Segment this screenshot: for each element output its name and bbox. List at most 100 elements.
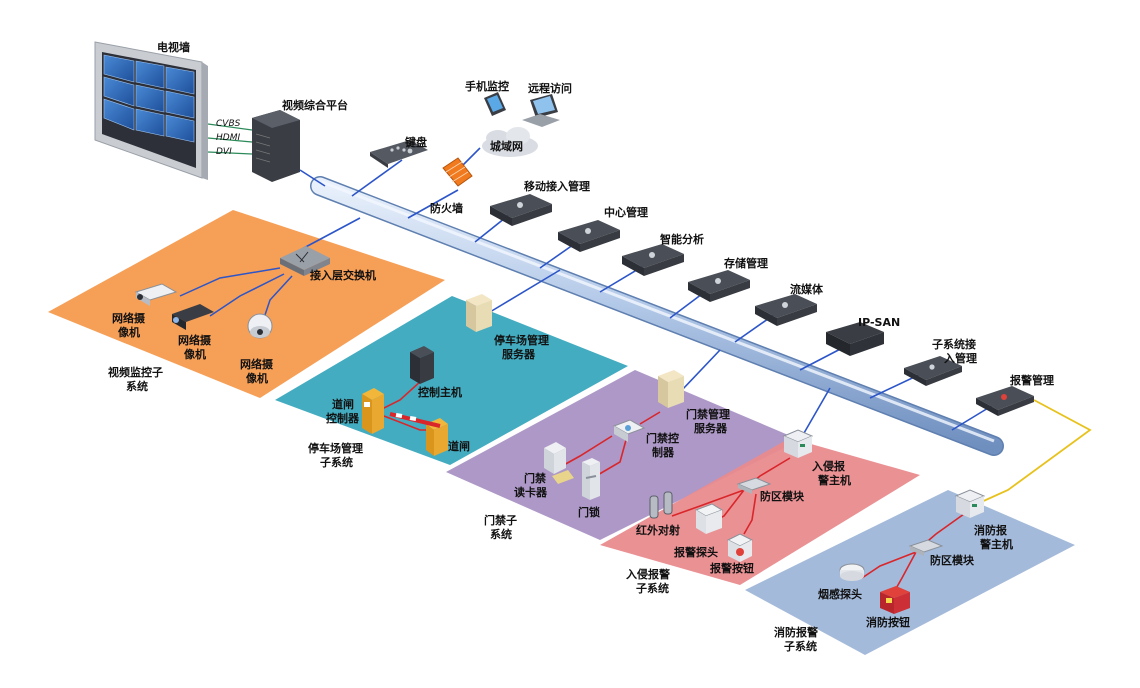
access-links-red	[561, 411, 661, 477]
access-server-label-1: 门禁管理	[686, 407, 730, 421]
firewall-label: 防火墙	[430, 201, 463, 215]
alarm-detector-label: 报警探头	[674, 545, 718, 559]
gate-controller-label-1: 道闸	[332, 397, 354, 411]
ip-san-label: IP-SAN	[858, 316, 900, 329]
subsystem-access-mgmt-label-1: 子系统接	[932, 337, 976, 351]
mobile-access-server	[490, 194, 552, 226]
tv-wall-label: 电视墙	[157, 40, 190, 54]
remote-access-label: 远程访问	[528, 81, 572, 95]
streaming-server	[755, 294, 817, 326]
dome-camera-3	[247, 313, 273, 339]
alarm-mgmt-fire-link	[967, 399, 1092, 509]
parking-server-label-2: 服务器	[502, 347, 536, 361]
net-camera-2-label-1: 网络摄	[178, 333, 212, 347]
net-camera-2-label-2: 像机	[184, 347, 206, 361]
door-lock-device	[582, 458, 600, 500]
dvi-label: DVI	[216, 147, 232, 157]
mobile-monitor-label: 手机监控	[465, 79, 509, 93]
net-camera-1-label-1: 网络摄	[112, 311, 146, 325]
streaming-label: 流媒体	[790, 282, 824, 296]
access-subsystem-label-2: 系统	[490, 527, 512, 541]
card-reader-device	[544, 442, 574, 484]
ir-beam-label: 红外对射	[636, 523, 680, 537]
wan-label: 城域网	[490, 139, 523, 153]
intrusion-host-device	[782, 429, 814, 458]
zone-module-label: 防区模块	[760, 489, 805, 503]
smoke-detector-label: 烟感探头	[818, 587, 862, 601]
video-subsystem-label-2: 系统	[126, 379, 148, 393]
access-subsystem-zone	[446, 370, 800, 540]
control-host-label: 控制主机	[418, 385, 462, 399]
video-subsystem-label-1: 视频监控子	[108, 365, 163, 379]
bullet-camera-1	[134, 283, 178, 306]
mobile-phone-icon	[484, 92, 506, 116]
cvbs-label: CVBS	[216, 119, 241, 129]
smoke-detector-device	[839, 563, 865, 581]
fire-subsystem-label-1: 消防报警	[774, 625, 818, 639]
access-controller-label-1: 门禁控	[646, 431, 679, 445]
net-camera-1-label-2: 像机	[118, 325, 140, 339]
alarm-mgmt-label: 报警管理	[1010, 373, 1054, 387]
wan-cloud-icon	[482, 127, 538, 157]
access-controller-label-2: 制器	[652, 445, 675, 459]
subsystem-access-mgmt-label-2: 入管理	[944, 351, 977, 365]
alarm-mgmt-server	[976, 386, 1034, 416]
intrusion-subsystem-label-1: 入侵报警	[626, 567, 670, 581]
access-subsystem-label-1: 门禁子	[484, 513, 517, 527]
keyboard-label: 键盘	[404, 135, 427, 149]
laptop-icon	[522, 94, 560, 127]
access-controller-device	[612, 419, 646, 442]
video-platform-device	[252, 110, 300, 182]
tv-wall	[94, 41, 208, 180]
storage-mgmt-label: 存储管理	[724, 256, 768, 270]
gate-controller-device	[362, 388, 384, 434]
intrusion-subsystem-zone	[600, 438, 920, 585]
ip-san-device	[826, 322, 884, 356]
ir-beam-device	[649, 491, 673, 519]
center-mgmt-server	[558, 220, 620, 252]
fire-subsystem-zone	[745, 490, 1075, 655]
parking-subsystem-label-1: 停车场管理	[308, 441, 363, 455]
alarm-button-label: 报警按钮	[710, 561, 754, 575]
net-camera-3-label-2: 像机	[246, 371, 268, 385]
access-server-device	[658, 370, 684, 408]
video-subsystem-zone	[48, 210, 445, 398]
intrusion-subsystem-label-2: 子系统	[636, 581, 669, 595]
barrier-gate-label: 道闸	[448, 439, 470, 453]
smart-analysis-server	[622, 244, 684, 276]
net-camera-3-label-1: 网络摄	[240, 357, 274, 371]
control-host-device	[410, 346, 434, 384]
smart-analysis-label: 智能分析	[660, 232, 704, 246]
keyboard-device	[370, 140, 428, 168]
fire-zone-module-device	[908, 539, 944, 556]
parking-server-label-1: 停车场管理	[494, 333, 549, 347]
gate-controller-label-2: 控制器	[326, 411, 360, 425]
fire-host-label-1: 消防报	[974, 523, 1008, 537]
parking-subsystem-label-2: 子系统	[320, 455, 353, 469]
video-platform-label: 视频综合平台	[282, 98, 348, 112]
subsystem-access-server	[904, 356, 962, 386]
fire-subsystem-label-2: 子系统	[784, 639, 817, 653]
intrusion-host-label-1: 入侵报	[812, 459, 846, 473]
hdmi-label: HDMI	[216, 133, 240, 143]
mobile-access-mgmt-label: 移动接入管理	[524, 179, 590, 193]
fire-host-device	[954, 489, 986, 518]
storage-mgmt-server	[688, 270, 750, 302]
access-switch-label: 接入层交换机	[310, 268, 376, 282]
barrier-gate-device	[389, 412, 448, 456]
fire-button-label: 消防按钮	[866, 615, 910, 629]
access-server-label-2: 服务器	[694, 421, 728, 435]
fire-zone-module-label: 防区模块	[930, 553, 975, 567]
alarm-detector-device	[694, 503, 724, 534]
door-lock-label: 门锁	[578, 505, 600, 519]
intrusion-host-label-2: 警主机	[817, 473, 851, 487]
zone-module-device	[736, 477, 772, 494]
center-mgmt-label: 中心管理	[604, 205, 648, 219]
fire-host-label-2: 警主机	[979, 537, 1013, 551]
card-reader-label-2: 读卡器	[514, 485, 548, 499]
card-reader-label-1: 门禁	[524, 471, 546, 485]
parking-server-device	[466, 294, 492, 332]
box-camera-2	[172, 304, 214, 330]
